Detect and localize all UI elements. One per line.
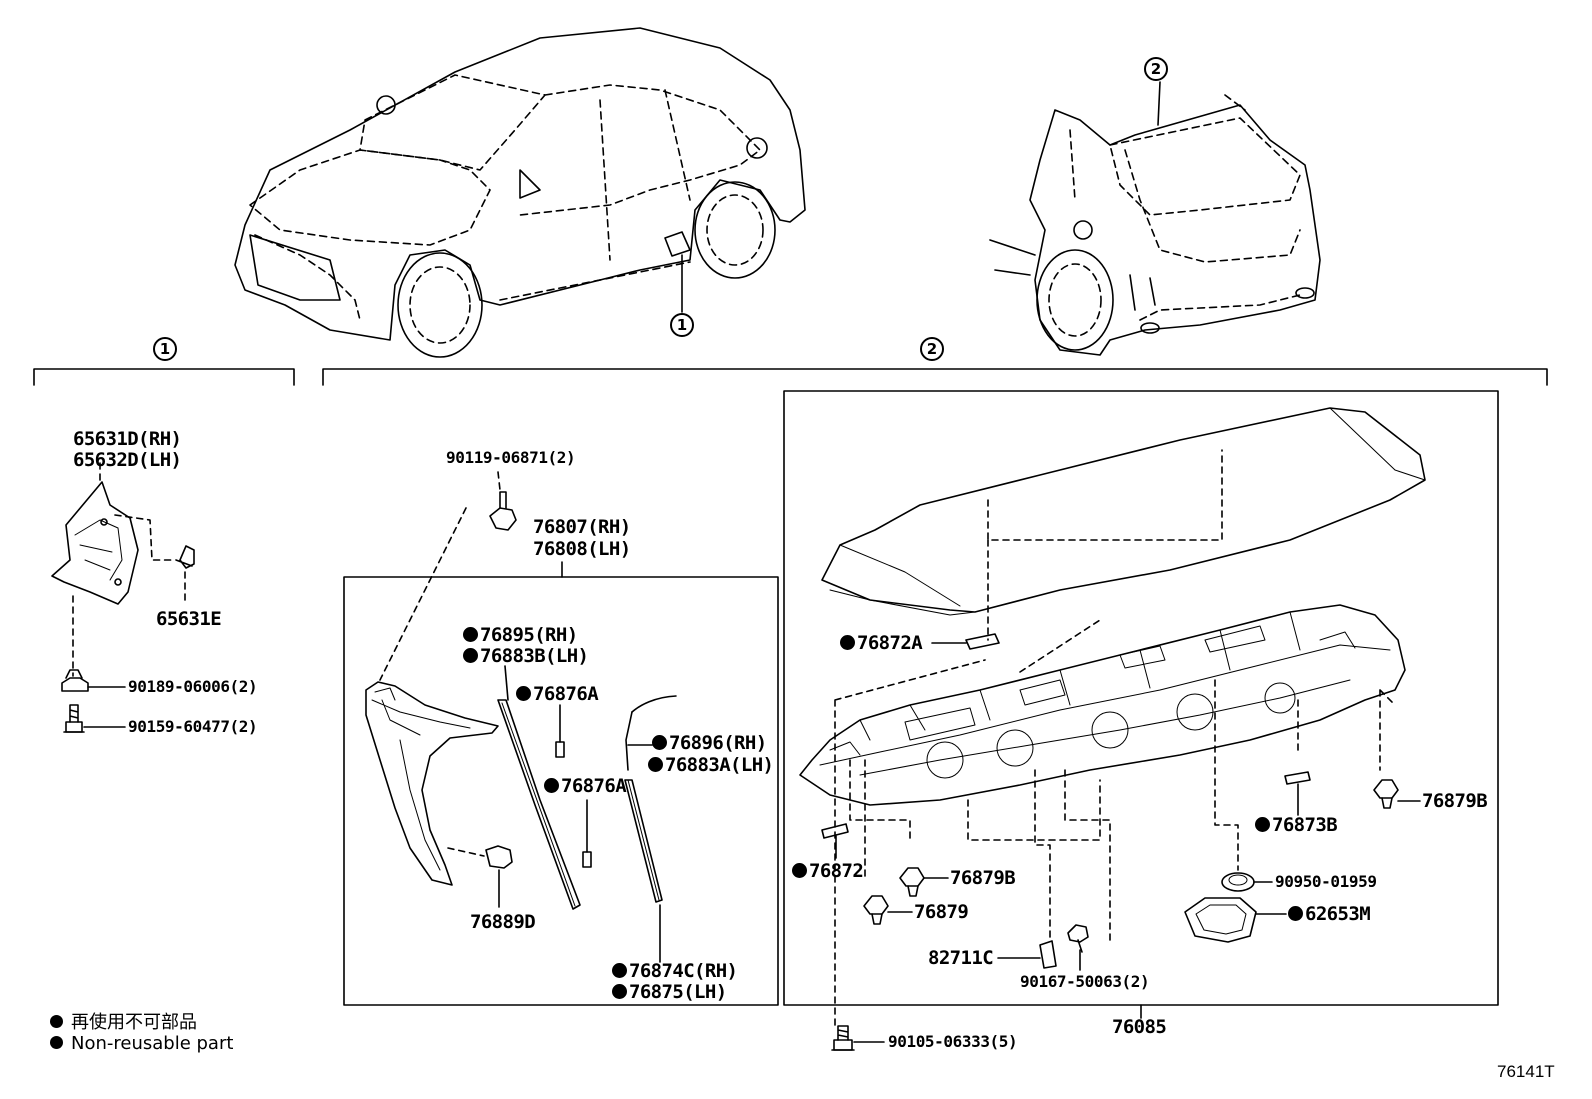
part-label-76895: 76895(RH) — [463, 626, 578, 645]
clip-76879b-right — [1373, 779, 1399, 809]
part-label-90159: 90159-60477(2) — [128, 717, 258, 736]
weatherstrip-76874c — [624, 779, 663, 903]
non-reusable-dot — [612, 984, 627, 999]
figure-code: 76141T — [1497, 1062, 1555, 1081]
legend-non-reusable-jp: 再使用不可部品 — [50, 1008, 197, 1034]
clip-76879 — [863, 895, 889, 925]
tape-76876a-2 — [582, 851, 592, 868]
part-label-76808: 76808(LH) — [533, 538, 631, 560]
spoiler-subassy-box — [343, 576, 779, 1006]
clip-90189 — [61, 669, 89, 692]
part-label-82711c: 82711C — [928, 947, 994, 969]
tape-76872a — [965, 633, 1000, 650]
part-label-76879b-center: 76879B — [950, 867, 1016, 889]
base-panel-hidden-lines — [834, 619, 1396, 1029]
part-label-76085: 76085 — [1112, 1016, 1167, 1038]
non-reusable-dot — [612, 963, 627, 978]
spoiler-base-panel — [799, 604, 1406, 806]
part-label-76889d: 76889D — [470, 911, 536, 933]
non-reusable-dot — [652, 735, 667, 750]
leader-90119 — [379, 471, 501, 681]
part-label-76874c: 76874C(RH) — [612, 962, 738, 981]
legend-dot — [50, 1036, 63, 1049]
part-label-90189: 90189-06006(2) — [128, 677, 258, 696]
part-label-65631e: 65631E — [156, 608, 222, 630]
screw-90105 — [831, 1025, 855, 1051]
clip-82711c — [1039, 940, 1057, 969]
leader-rear-callout — [1157, 81, 1161, 126]
part-label-76875: 76875(LH) — [612, 983, 727, 1002]
non-reusable-dot — [463, 648, 478, 663]
molding-76896 — [625, 695, 677, 771]
part-label-76873b: 76873B — [1255, 816, 1338, 835]
part-label-76879: 76879 — [914, 901, 969, 923]
vehicle-rear-illustration — [989, 94, 1321, 356]
legend-non-reusable-en: Non-reusable part — [50, 1033, 233, 1054]
part-label-76872: 76872 — [792, 862, 864, 881]
part-label-90167: 90167-50063(2) — [1020, 972, 1150, 991]
group-1-leaders — [72, 461, 186, 677]
pad-62653m — [1184, 897, 1257, 943]
part-label-76872a: 76872A — [840, 634, 923, 653]
non-reusable-dot — [463, 627, 478, 642]
callout-front-view: 1 — [670, 313, 694, 337]
non-reusable-dot — [840, 635, 855, 650]
clip-76879b-center — [899, 867, 925, 897]
weatherstrip-76895 — [497, 699, 581, 910]
grommet-90950 — [1221, 872, 1255, 892]
callout-group-2: 2 — [920, 337, 944, 361]
group-2-bracket — [322, 368, 1548, 386]
part-label-76876a-2: 76876A — [544, 777, 627, 796]
front-spoiler-garnish — [365, 681, 499, 886]
leader-clip — [447, 847, 485, 857]
tape-76873b — [1284, 771, 1311, 785]
callout-rear-view: 2 — [1144, 57, 1168, 81]
part-label-76879b-right: 76879B — [1422, 790, 1488, 812]
rear-spoiler-box — [783, 390, 1499, 1006]
spoiler-hidden-lines — [987, 449, 1223, 641]
part-label-90105: 90105-06333(5) — [888, 1032, 1018, 1051]
rear-spoiler-cover — [821, 407, 1426, 616]
part-label-90119: 90119-06871(2) — [446, 448, 576, 467]
mudguard-bracket-drawing — [51, 481, 195, 605]
clip-90119 — [489, 491, 517, 531]
tape-76876a-1 — [555, 741, 565, 758]
part-label-76896: 76896(RH) — [652, 734, 767, 753]
non-reusable-dot — [1255, 817, 1270, 832]
non-reusable-dot — [516, 686, 531, 701]
part-label-76807: 76807(RH) — [533, 516, 631, 538]
non-reusable-dot — [544, 778, 559, 793]
part-label-76883a: 76883A(LH) — [648, 756, 774, 775]
part-label-65632d: 65632D(LH) — [73, 449, 182, 471]
vehicle-front-illustration — [234, 27, 806, 358]
part-label-76876a-1: 76876A — [516, 685, 599, 704]
screw-90159 — [63, 704, 85, 733]
part-label-65631d: 65631D(RH) — [73, 428, 182, 450]
part-label-62653m: 62653M — [1288, 905, 1371, 924]
non-reusable-dot — [1288, 906, 1303, 921]
non-reusable-dot — [792, 863, 807, 878]
callout-group-1: 1 — [153, 337, 177, 361]
tape-76872 — [821, 823, 849, 839]
group-1-bracket — [33, 368, 295, 386]
part-label-90950: 90950-01959 — [1275, 872, 1377, 891]
legend-dot — [50, 1015, 63, 1028]
clip-76889d — [485, 845, 513, 869]
non-reusable-dot — [648, 757, 663, 772]
leader-76895 — [504, 665, 509, 701]
part-label-76883b: 76883B(LH) — [463, 647, 589, 666]
bolt-90167 — [1067, 924, 1089, 953]
